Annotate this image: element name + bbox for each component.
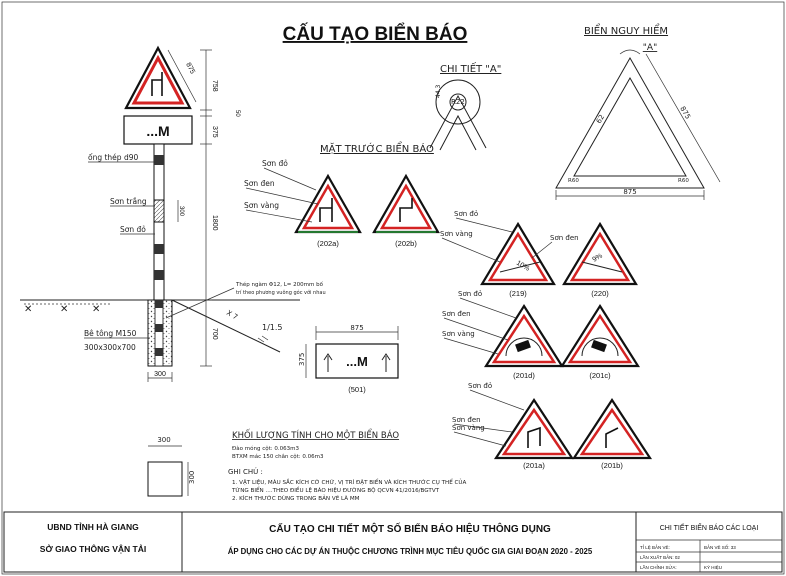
signs-219-220: 10% (219) 9% (220) Sơn đỏ Sơn vàng Sơn đ… <box>440 210 638 298</box>
volume-title: KHỐI LƯỢNG TÍNH CHO MỘT BIỂN BÁO <box>232 428 399 441</box>
plate-501-text: ...M <box>346 354 368 369</box>
danger-a-label: "A" <box>643 43 657 53</box>
dim-band: 300 <box>178 206 184 217</box>
note-1b: TỪNG BIỂN ....THEO ĐIỀU LỆ BÁO HIỆU ĐƯỜN… <box>231 486 440 494</box>
s201d-red-label: Sơn đỏ <box>458 290 482 298</box>
ground-mark-2: ✕ <box>60 304 68 315</box>
front-yellow-label: Sơn vàng <box>244 201 279 210</box>
front-red-label: Sơn đỏ <box>262 159 288 168</box>
footer-symbol: KÝ HIỆU <box>704 563 722 570</box>
dim-700: 700 <box>211 328 218 340</box>
danger-inner-dim: 62 <box>595 113 606 125</box>
footer-edition: LẦN XUẤT BẢN: 02 <box>640 554 680 560</box>
pipe-label: ống thép d90 <box>88 153 138 162</box>
block-width: 300 <box>157 436 170 444</box>
plate-501: 875 ...M 375 (501) <box>298 324 399 394</box>
danger-sign-drawing: 875 62 875 R60 R60 <box>555 49 721 200</box>
sign-220-code: (220) <box>591 289 609 298</box>
concrete-label: Bê tông M150 <box>84 329 137 338</box>
ground-mark-1: ✕ <box>24 304 32 315</box>
org-line-2: SỞ GIAO THÔNG VẬN TẢI <box>40 543 146 554</box>
footer-revision: LẦN CHỈNH SỬA: <box>640 564 677 570</box>
s219-black-label: Sơn đen <box>550 234 579 242</box>
dim-758: 758 <box>211 80 218 92</box>
note-1: 1. VẬT LIỆU, MÀU SẮC KÍCH CỠ CHỮ, VỊ TRÍ… <box>232 478 467 486</box>
concrete-size-label: 300x300x700 <box>84 343 136 352</box>
pole-plate-text: ...M <box>146 123 169 139</box>
footer-sheet-no: BẢN VẼ SỐ: 33 <box>704 544 736 550</box>
danger-title: BIỂN NGUY HIỂM <box>584 23 668 37</box>
dim-side: 875 <box>184 62 196 76</box>
sign-201c-code: (201c) <box>589 371 611 380</box>
detail-a-radius: R22 <box>451 98 465 106</box>
dim-375: 375 <box>211 126 218 138</box>
plate-501-width: 875 <box>350 324 363 332</box>
sign-220-text: 9% <box>592 253 604 264</box>
plate-501-height: 375 <box>298 353 306 366</box>
front-face-signs: (202a) (202b) Sơn đỏ Sơn đen Sơn vàng <box>244 159 440 248</box>
block-height: 300 <box>188 471 196 484</box>
volume-line-1: Đào móng cột: 0.063m3 <box>232 445 299 452</box>
title-block: UBND TỈNH HÀ GIANG SỞ GIAO THÔNG VẬN TẢI… <box>3 511 783 573</box>
s219-red-label: Sơn đỏ <box>454 210 478 218</box>
red-paint-label: Sơn đỏ <box>120 225 146 234</box>
sign-202b-code: (202b) <box>395 239 417 248</box>
signs-201a-201b: (201a) (201b) Sơn đỏ Sơn đen Sơn vàng <box>452 382 653 470</box>
s201a-yellow-label: Sơn vàng <box>452 424 485 432</box>
detail-a-dim: 44.3 <box>435 84 442 98</box>
volume-line-2: BTXM mác 150 chân cột: 0.06m3 <box>232 453 324 460</box>
footer-title-2: ÁP DỤNG CHO CÁC DỰ ÁN THUỘC CHƯƠNG TRÌNH… <box>228 546 593 556</box>
footer-title-1: CẤU TẠO CHI TIẾT MỘT SỐ BIỂN BÁO HIỆU TH… <box>269 521 551 535</box>
footer-right-title: CHI TIẾT BIỂN BÁO CÁC LOẠI <box>660 522 759 532</box>
rebar-label-1: Thép ngàm Φ12, L= 200mm bố <box>235 281 324 288</box>
signs-201d-201c: (201d) (201c) Sơn đỏ Sơn đen Sơn vàng <box>442 290 640 380</box>
plate-501-code: (501) <box>348 385 366 394</box>
slope-label: 1/1.5 <box>262 323 283 332</box>
base-width-dim: 300 <box>154 371 166 378</box>
note-2: 2. KÍCH THƯỚC DÙNG TRONG BẢN VẼ LÀ MM <box>232 494 360 502</box>
sign-pole-elevation: ...M 1/1.5 X 7 ✕ ✕ ✕ 300 ống thép d90 Sơ… <box>20 45 326 382</box>
notes-title: GHI CHÚ : <box>228 467 263 476</box>
ground-mark-3: ✕ <box>92 304 100 315</box>
s201d-yellow-label: Sơn vàng <box>442 330 475 338</box>
sign-201d-code: (201d) <box>513 371 535 380</box>
detail-a-title: CHI TIẾT "A" <box>440 61 501 75</box>
danger-r2: R60 <box>678 178 689 184</box>
pole-plate <box>123 115 193 145</box>
dim-50: 50 <box>234 110 240 117</box>
danger-base-dim: 875 <box>623 188 636 196</box>
dim-1800: 1800 <box>211 215 218 231</box>
org-line-1: UBND TỈNH HÀ GIANG <box>47 521 139 532</box>
danger-r1: R60 <box>568 178 579 184</box>
foundation-plan: 300 300 <box>147 436 196 497</box>
s201a-black-label: Sơn đen <box>452 416 481 424</box>
sign-201a-code: (201a) <box>523 461 545 470</box>
s219-yellow-label: Sơn vàng <box>440 230 473 238</box>
sign-219-code: (219) <box>509 289 527 298</box>
rebar-label-2: trí theo phương vuông góc với nhau <box>236 289 326 296</box>
front-face-title: MẶT TRƯỚC BIỂN BÁO <box>320 141 434 155</box>
sign-201b-code: (201b) <box>601 461 623 470</box>
sign-202a-code: (202a) <box>317 239 339 248</box>
detail-a-drawing: R22 44.3 <box>429 79 487 151</box>
x-mark: X 7 <box>225 309 239 322</box>
s201a-red-label: Sơn đỏ <box>468 382 492 390</box>
white-paint-label: Sơn trắng <box>110 197 147 206</box>
s201d-black-label: Sơn đen <box>442 310 471 318</box>
page-title: CẤU TẠO BIỂN BÁO <box>283 23 468 45</box>
footer-scale: TỈ LỆ BẢN VẼ: <box>640 543 670 550</box>
front-black-label: Sơn đen <box>244 179 275 188</box>
